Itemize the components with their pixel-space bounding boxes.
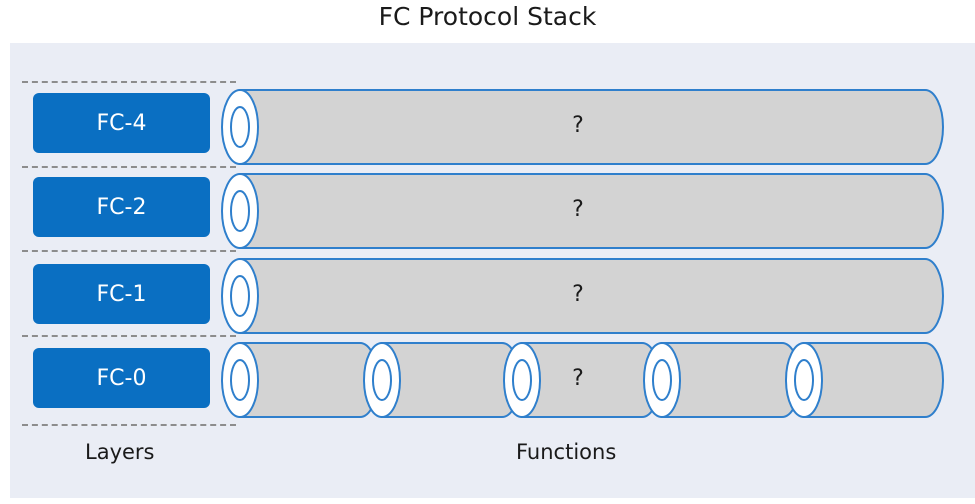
function-pipe-segment <box>643 342 801 418</box>
diagram-title: FC Protocol Stack <box>378 2 597 31</box>
function-text-fc1: ? <box>572 282 584 307</box>
function-text-fc2: ? <box>572 197 584 222</box>
function-pipe-fc1 <box>221 258 944 334</box>
function-text-fc0: ? <box>572 366 584 391</box>
function-pipe-fc4 <box>221 89 944 165</box>
functions-column-label: Functions <box>516 440 617 464</box>
separator-line <box>22 81 236 83</box>
layer-box-fc4: FC-4 <box>33 93 210 153</box>
separator-line <box>22 424 236 426</box>
separator-line <box>22 166 236 168</box>
function-pipe-segment <box>221 342 379 418</box>
separator-line <box>22 335 236 337</box>
separator-line <box>22 250 236 252</box>
function-pipe-segment <box>785 342 944 418</box>
function-pipe-fc2 <box>221 173 944 249</box>
layer-box-fc2: FC-2 <box>33 177 210 237</box>
layers-column-label: Layers <box>85 440 155 464</box>
layer-box-fc1: FC-1 <box>33 264 210 324</box>
function-pipe-segment <box>363 342 521 418</box>
function-text-fc4: ? <box>572 113 584 138</box>
layer-box-fc0: FC-0 <box>33 348 210 408</box>
